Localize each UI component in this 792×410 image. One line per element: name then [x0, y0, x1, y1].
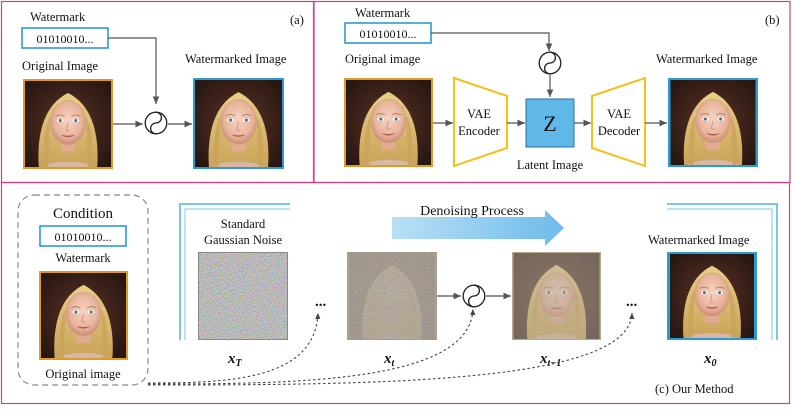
panel-a-watermark-label: Watermark	[30, 10, 86, 24]
right-bracket-inner	[667, 208, 773, 340]
panel-a: (a) Watermark 01010010... Original Image…	[21, 10, 304, 169]
noise-label-line2: Gaussian Noise	[204, 233, 283, 247]
label-xt: xt	[383, 351, 396, 369]
panel-a-watermark-bits: 01010010...	[37, 32, 94, 46]
panel-c: Condition 01010010... Watermark Original…	[17, 194, 778, 396]
condition-frame	[17, 194, 149, 386]
panel-a-watermark-arrow	[108, 37, 160, 104]
panel-c-watermark-box	[39, 225, 127, 247]
panel-a-combine-icon	[144, 111, 168, 135]
panel-c-output-image	[669, 254, 755, 338]
panel-c-original-image	[41, 273, 126, 358]
condition-title: Condition	[53, 206, 114, 222]
panel-a-output-image	[195, 80, 282, 167]
label-xT: xT	[227, 351, 243, 369]
panel-b: (b) Watermark 01010010... Original image…	[344, 6, 780, 172]
panel-c-combine-icon	[462, 284, 486, 308]
panel-b-encoder-line1: VAE	[467, 107, 491, 121]
label-xt-minus-1: xt−1	[539, 351, 561, 369]
panel-b-latent-box	[525, 98, 575, 148]
panel-b-tag: (b)	[765, 13, 780, 27]
condition-arrow-1	[147, 312, 321, 384]
condition-arrow-3	[147, 312, 635, 386]
panel-b-original-label: Original image	[345, 52, 421, 66]
panel-b-vae-decoder	[591, 76, 646, 168]
panel-c-watermark-label: Watermark	[55, 251, 111, 265]
panel-b-watermark-arrow	[431, 32, 553, 51]
noise-label-line1: Standard	[221, 217, 266, 231]
panel-b-original-image	[346, 80, 431, 165]
panel-b-combine-icon	[538, 51, 562, 75]
panel-b-encoder-line2: Encoder	[458, 124, 500, 138]
gaussian-noise-image	[199, 253, 287, 339]
denoising-process-label: Denoising Process	[420, 204, 524, 219]
condition-arrow-2	[147, 308, 476, 385]
ellipsis-1: ...	[315, 294, 327, 310]
panel-b-output-label: Watermarked Image	[656, 52, 758, 66]
xt-image	[347, 252, 437, 340]
panel-b-latent-symbol: Z	[543, 111, 556, 136]
panel-a-original-image	[25, 81, 111, 167]
xt1-image	[512, 252, 601, 340]
panel-b-decoder-line1: VAE	[607, 107, 631, 121]
panel-c-border	[0, 181, 791, 405]
panel-b-watermark-label: Watermark	[355, 6, 411, 20]
panel-b-decoder-line2: Decoder	[598, 124, 641, 138]
panel-c-output-label: Watermarked Image	[648, 233, 750, 247]
label-x0: x0	[703, 351, 717, 369]
panel-b-output-image	[670, 80, 756, 165]
left-bracket	[179, 203, 290, 340]
left-bracket-inner	[184, 208, 290, 340]
panel-b-watermark-bits: 01010010...	[360, 27, 417, 41]
panel-c-watermark-bits: 01010010...	[55, 230, 112, 244]
panel-a-tag: (a)	[290, 13, 304, 27]
panel-c-caption: (c) Our Method	[655, 382, 734, 396]
panel-b-vae-encoder	[453, 76, 508, 168]
denoising-process-arrow	[392, 210, 564, 246]
right-bracket	[667, 203, 778, 340]
panel-a-output-label: Watermarked Image	[185, 52, 287, 66]
panel-a-original-label: Original Image	[22, 59, 98, 73]
panel-b-latent-label: Latent Image	[517, 158, 584, 172]
panel-c-original-label: Original image	[45, 367, 121, 381]
ellipsis-2: ...	[626, 294, 638, 310]
